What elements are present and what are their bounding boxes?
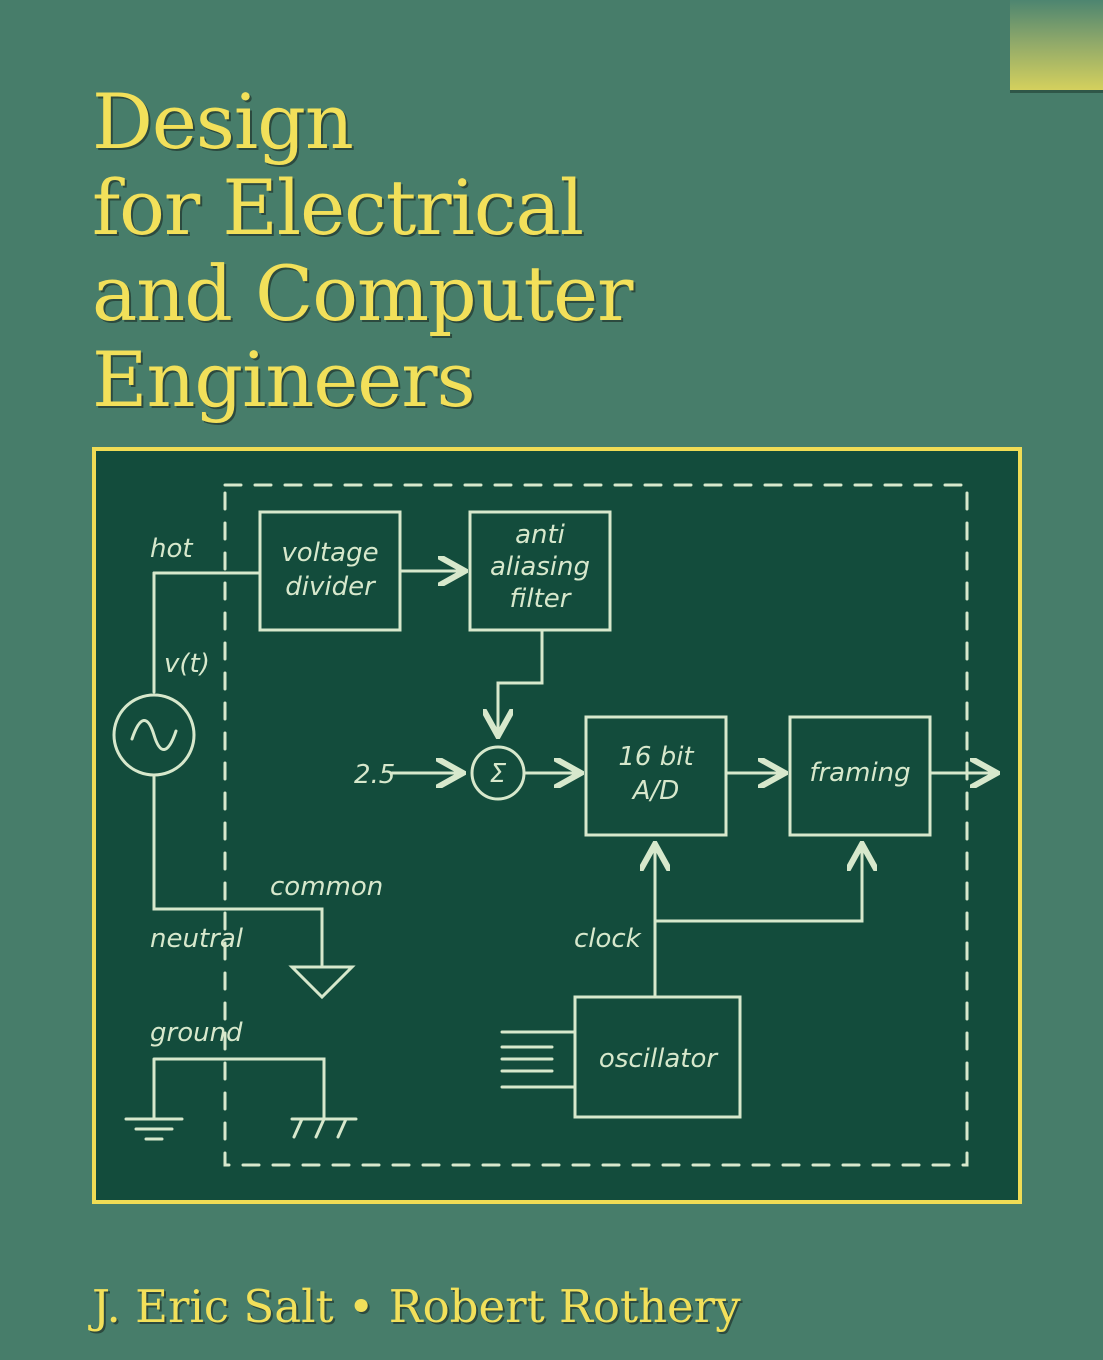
title-line-4: Engineers [92,335,476,424]
label-hot: hot [150,534,193,564]
block-diagram: hot v(t) voltage divider anti aliasing f… [112,483,1022,1167]
label-neutral: neutral [150,924,244,954]
adc-box [584,715,728,837]
sine-glyph [130,719,178,751]
voltage-divider-box [258,510,402,632]
arrow-filter-to-sum [498,628,544,733]
label-anti-aliasing-2: aliasing [490,552,590,582]
ground-wire [152,1057,326,1121]
title-line-2: for Electrical [92,163,584,252]
earth-ground-icon [124,1117,184,1141]
ac-source-icon [112,693,196,777]
label-sum: Σ [490,759,507,789]
authors: J. Eric Salt • Robert Rothery [92,1280,741,1333]
crystal-icon [500,1030,577,1089]
label-offset: 2.5 [354,760,395,790]
title-line-3: and Computer [92,249,633,338]
label-voltage-divider-2: divider [285,572,377,602]
common-ground-icon [288,965,356,1000]
framing-box [788,715,932,837]
label-framing: framing [809,758,910,788]
oscillator-box [573,995,742,1119]
label-clock: clock [574,924,642,954]
enclosure-dashed-box [223,483,969,1167]
label-adc-2: A/D [631,776,680,806]
anti-aliasing-filter-box [468,510,612,632]
label-voltage-divider-1: voltage [281,538,378,568]
label-source: v(t) [164,649,210,679]
chassis-ground-icon [290,1117,358,1139]
label-oscillator: oscillator [599,1044,719,1074]
corner-accent-rule [1010,90,1103,93]
label-adc-1: 16 bit [618,742,694,772]
source-bottom-wire [152,775,324,967]
corner-accent [1010,0,1103,92]
label-anti-aliasing-3: filter [510,584,573,614]
clock-branch-wire [653,847,862,923]
label-common: common [270,872,383,902]
title-line-1: Design [92,77,354,166]
label-anti-aliasing-1: anti [515,520,566,550]
label-ground: ground [150,1018,243,1048]
